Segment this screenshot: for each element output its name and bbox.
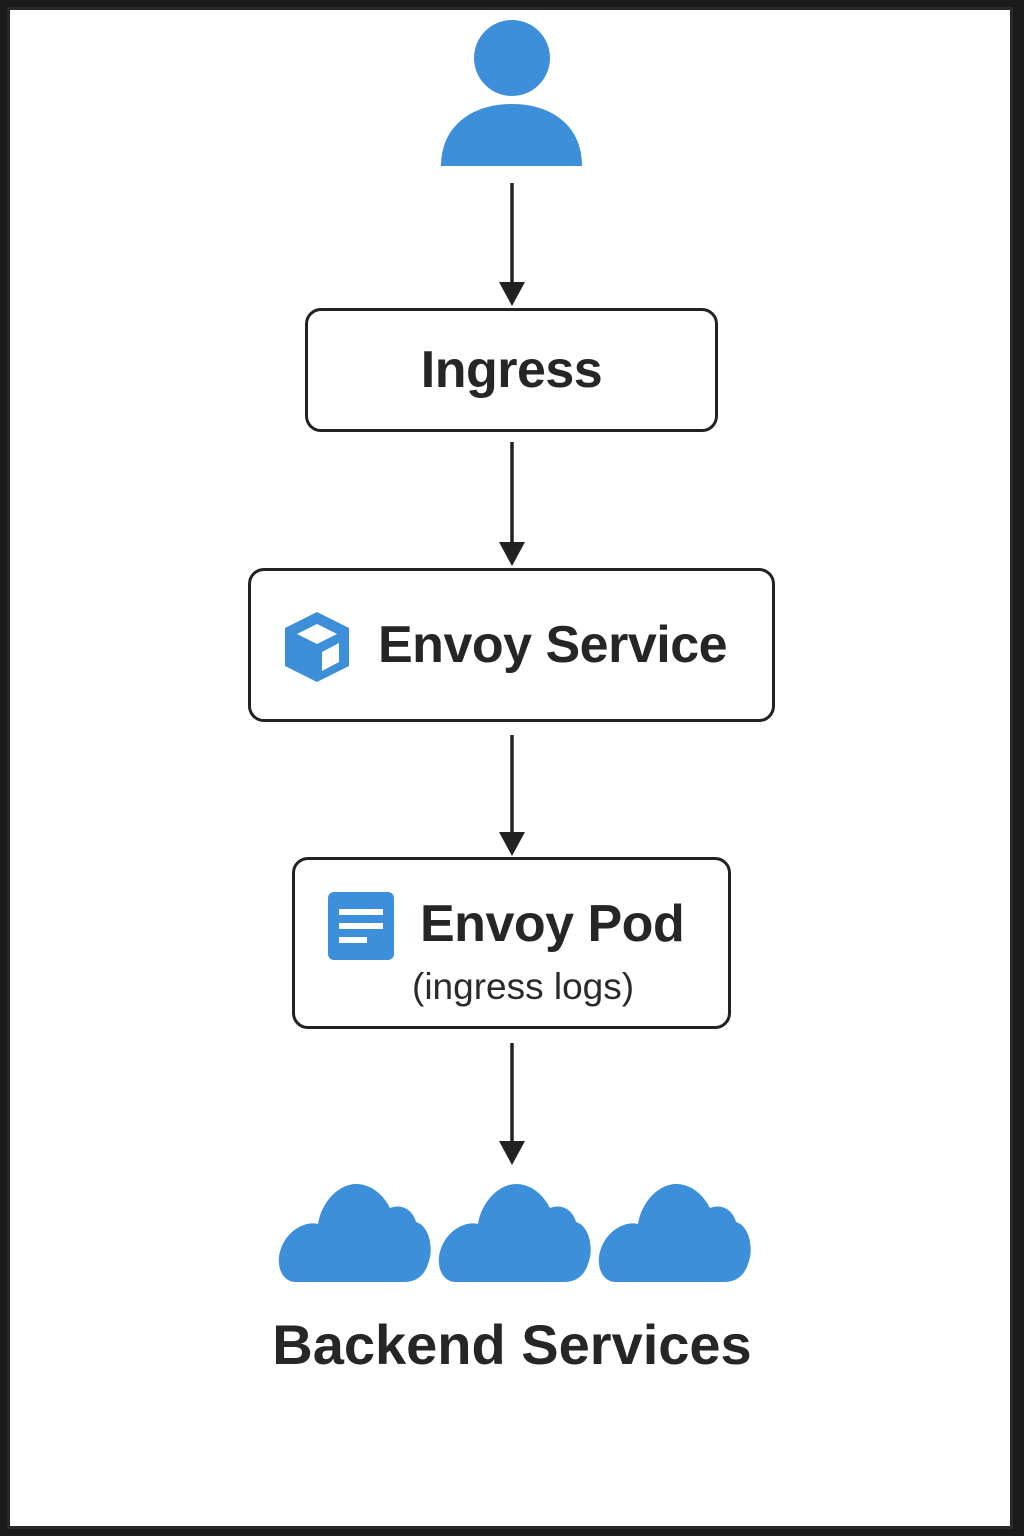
arrow-ingress-to-envoy-service — [499, 442, 525, 566]
cloud-icon — [278, 1184, 431, 1282]
backend-services-label: Backend Services — [272, 1313, 752, 1376]
arrow-envoy-pod-to-backend — [499, 1043, 525, 1165]
ingress-label: Ingress — [420, 341, 603, 399]
arrow-user-to-ingress — [499, 183, 525, 306]
user-icon — [441, 20, 582, 166]
arrow-envoy-service-to-envoy-pod — [499, 735, 525, 856]
cloud-icon — [598, 1184, 751, 1282]
cube-icon — [285, 612, 349, 682]
envoy-pod-label: Envoy Pod — [420, 895, 685, 953]
envoy-pod-node: Envoy Pod (ingress logs) — [292, 857, 731, 1029]
envoy-service-node: Envoy Service — [248, 568, 775, 722]
ingress-node: Ingress — [305, 308, 718, 432]
envoy-service-label: Envoy Service — [378, 616, 728, 674]
document-icon — [328, 892, 394, 960]
envoy-pod-sublabel: (ingress logs) — [412, 966, 635, 1007]
cloud-icon — [438, 1184, 591, 1282]
